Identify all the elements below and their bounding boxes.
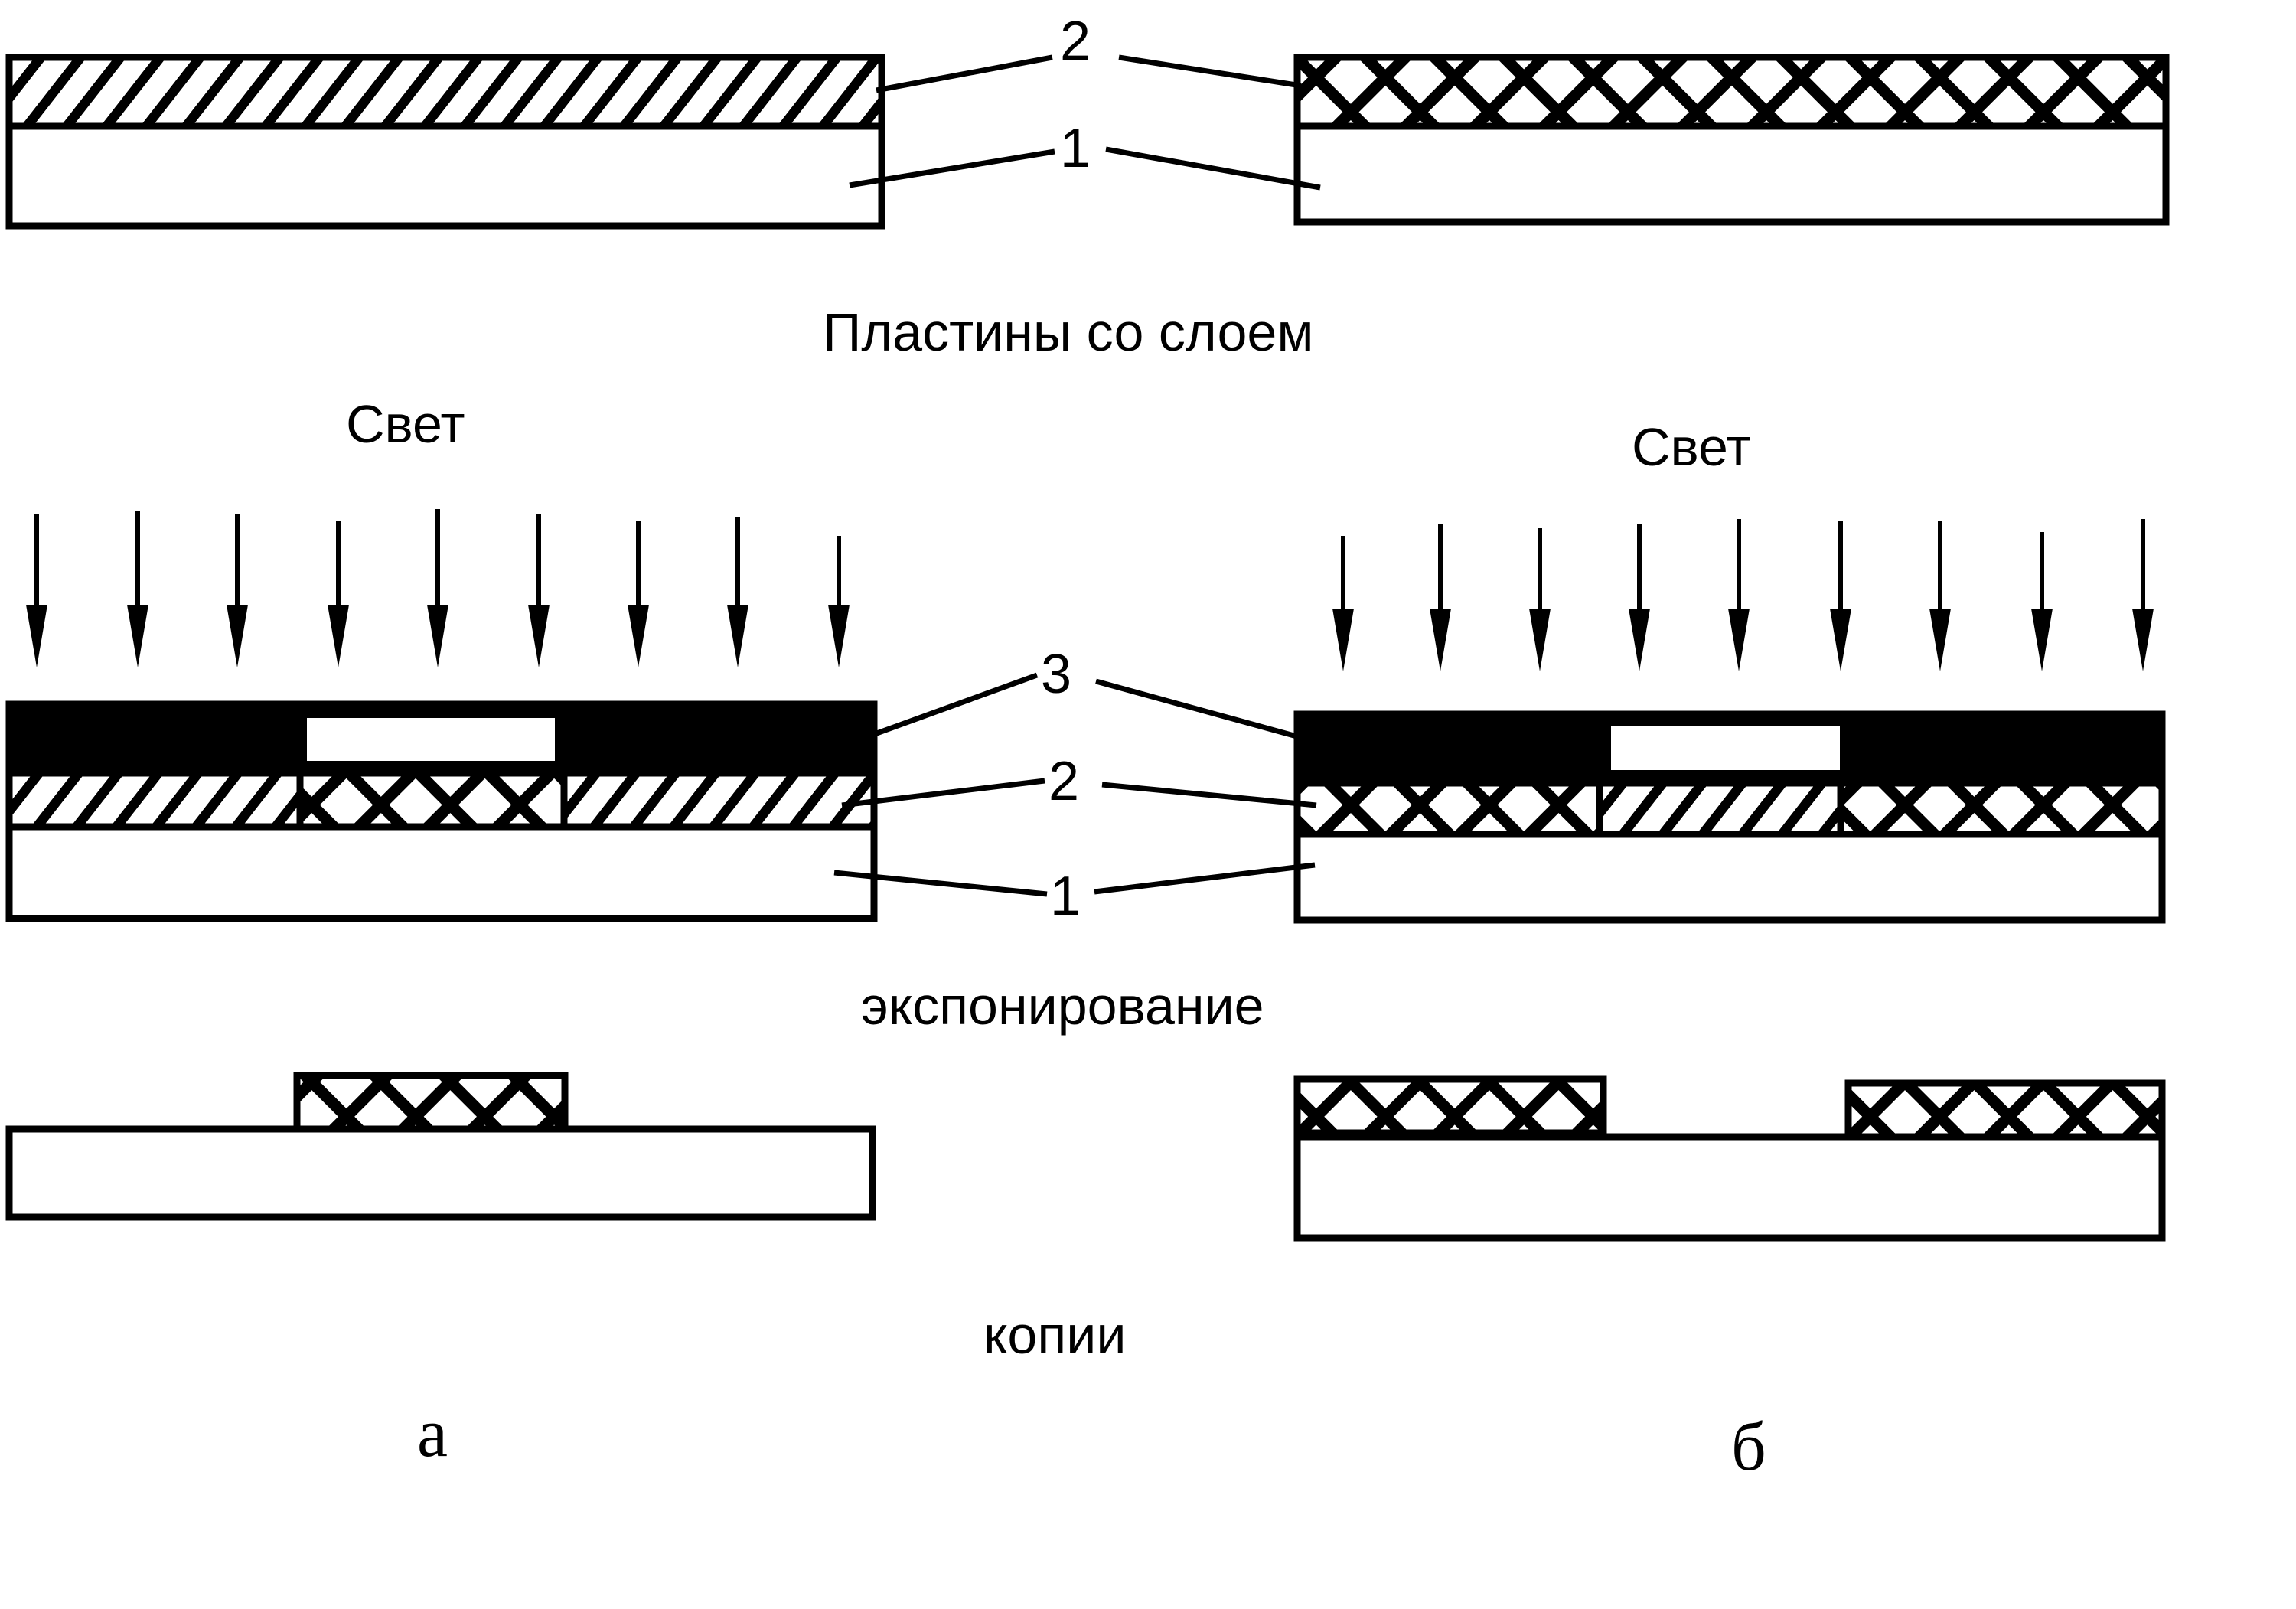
light-arrow-icon — [427, 509, 448, 667]
mask-3-window — [1606, 721, 1844, 775]
layer-2-crosshatch — [1837, 775, 2166, 838]
plate-right-initial — [1293, 54, 2170, 226]
leader-line — [1094, 862, 1316, 895]
variant-label-a: а — [417, 1395, 448, 1471]
leader-line — [841, 778, 1045, 808]
layer-2-diagonal-hatch — [5, 765, 304, 831]
callout-2: 2 — [1049, 751, 1079, 812]
light-arrow-icon — [227, 514, 248, 667]
caption-copies: копии — [983, 1305, 1126, 1365]
substrate-1 — [5, 823, 878, 922]
light-arrow-icon — [1830, 521, 1851, 671]
leader-line — [1105, 146, 1321, 191]
light-arrow-icon — [1929, 521, 1951, 671]
copy-right — [1293, 1075, 2166, 1242]
light-arrow-icon — [26, 514, 47, 667]
caption-light-right: Свет — [1632, 417, 1751, 477]
light-arrow-icon — [1629, 524, 1650, 671]
callout-1: 1 — [1050, 866, 1081, 927]
caption-light-left: Свет — [346, 394, 465, 454]
light-arrows-left — [26, 509, 850, 667]
layer-2-exposed-crosshatch — [296, 765, 568, 831]
caption-exposure: экспонирование — [861, 976, 1264, 1036]
layer-2-crosshatch — [1293, 775, 1603, 838]
light-arrow-icon — [1430, 524, 1451, 671]
copy-crosshatch-element — [293, 1072, 569, 1133]
substrate-1 — [1293, 1133, 2166, 1242]
light-arrow-icon — [2132, 519, 2154, 671]
callout-1: 1 — [1060, 118, 1091, 179]
light-arrow-icon — [1529, 528, 1551, 671]
leader-line — [1095, 678, 1300, 740]
copy-left — [5, 1072, 876, 1221]
caption-plates: Пластины со слоем — [823, 302, 1313, 362]
light-arrow-icon — [628, 521, 649, 667]
plate-right-exposure — [1293, 710, 2166, 924]
light-arrows-right — [1332, 519, 2154, 671]
light-arrow-icon — [528, 514, 550, 667]
variant-label-b: б — [1731, 1409, 1766, 1485]
plate-left-exposure — [5, 700, 878, 922]
light-arrow-icon — [727, 517, 748, 667]
leader-line — [871, 672, 1039, 738]
leader-line — [1101, 782, 1317, 808]
plate-left-initial — [5, 54, 885, 230]
leader-line — [876, 54, 1053, 93]
copy-crosshatch-element — [1293, 1075, 1607, 1137]
substrate-1 — [5, 122, 885, 230]
layer-2-diagonal-hatch — [560, 765, 878, 831]
leader-line — [833, 870, 1048, 897]
light-arrow-icon — [1728, 519, 1750, 671]
light-arrow-icon — [127, 511, 148, 667]
copy-crosshatch-element — [1844, 1079, 2166, 1141]
callout-3: 3 — [1041, 644, 1071, 705]
callout-2: 2 — [1060, 11, 1091, 72]
layer-2-crosshatch — [1293, 54, 2170, 130]
substrate-1 — [5, 1125, 876, 1221]
light-arrow-icon — [2031, 532, 2053, 671]
light-arrow-icon — [1332, 536, 1354, 671]
substrate-1 — [1293, 122, 2170, 226]
layer-2-diagonal-hatch — [5, 54, 885, 130]
leader-line — [1118, 54, 1302, 89]
leader-line — [849, 148, 1055, 188]
substrate-1 — [1293, 831, 2166, 924]
layer-2-exposed-diagonal-hatch — [1596, 775, 1844, 838]
light-arrow-icon — [828, 536, 850, 667]
light-arrow-icon — [328, 521, 349, 667]
mask-3-window — [302, 713, 559, 765]
